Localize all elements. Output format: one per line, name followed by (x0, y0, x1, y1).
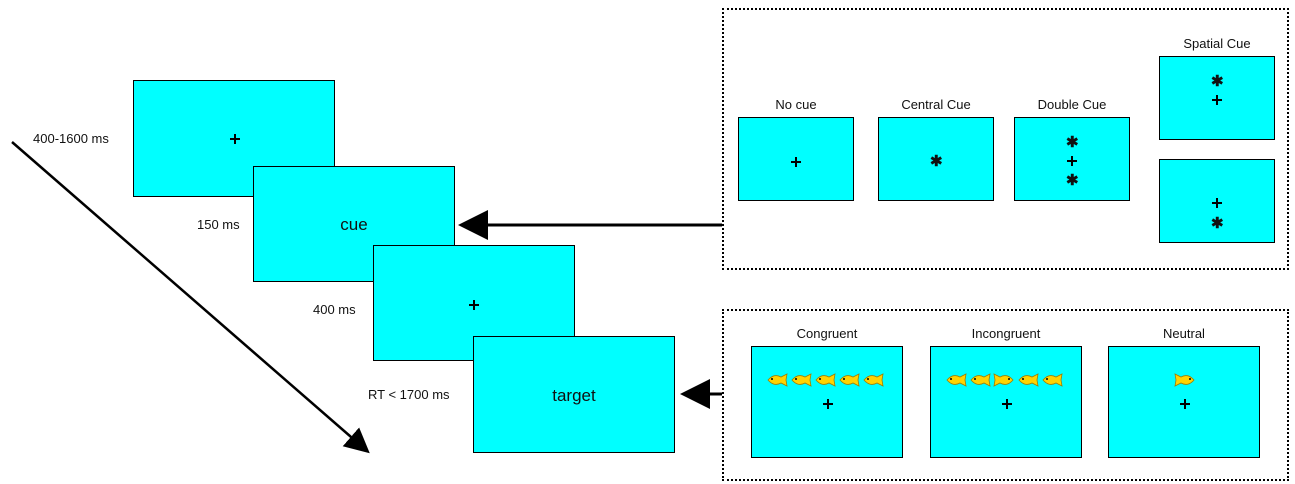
fish-right-icon (970, 373, 991, 387)
target-screen-text: target (552, 386, 596, 405)
fixation-cross (1067, 156, 1077, 166)
fish-right-icon (863, 373, 884, 387)
cue-screen: cue (253, 166, 455, 282)
fixation-cross (791, 157, 801, 167)
fixation1-duration-label: 400-1600 ms (33, 131, 109, 146)
fixation-cross (469, 300, 479, 310)
cue-asterisk-icon: ✱ (930, 153, 943, 170)
fish-right-icon (1042, 373, 1063, 387)
fish-right-icon (1018, 373, 1039, 387)
cue-asterisk-icon: ✱ (1066, 134, 1079, 151)
no-cue-screen (738, 117, 854, 201)
fish-row (945, 373, 1063, 387)
incongruent-screen (930, 346, 1082, 458)
double-cue-label: Double Cue (1037, 97, 1107, 112)
fixation-cross (1212, 95, 1222, 105)
fish-right-icon (767, 373, 788, 387)
cue-duration-label: 150 ms (197, 217, 240, 232)
spatial-cue-up-screen: ✱ (1159, 56, 1275, 140)
cue-conditions-box (722, 8, 1289, 270)
fish-right-icon (791, 373, 812, 387)
target-conditions-box (722, 309, 1289, 481)
fish-right-icon (946, 373, 967, 387)
neutral-label: Neutral (1163, 326, 1205, 341)
spatial-cue-down-screen: ✱ (1159, 159, 1275, 243)
cue-screen-text: cue (340, 215, 368, 234)
cue-asterisk-icon: ✱ (1211, 215, 1224, 232)
fish-row (766, 373, 884, 387)
fish-row (1174, 373, 1196, 387)
central-cue-screen: ✱ (878, 117, 994, 201)
cue-asterisk-icon: ✱ (1066, 172, 1079, 189)
congruent-screen (751, 346, 903, 458)
congruent-label: Congruent (796, 326, 858, 341)
double-cue-screen: ✱ ✱ (1014, 117, 1130, 201)
target-duration-label: RT < 1700 ms (368, 387, 450, 402)
fixation-cross (230, 134, 240, 144)
fixation-cross (1212, 198, 1222, 208)
neutral-screen (1108, 346, 1260, 458)
central-cue-label: Central Cue (901, 97, 971, 112)
fixation-cross (823, 399, 833, 409)
fixation-cross (1180, 399, 1190, 409)
no-cue-label: No cue (775, 97, 817, 112)
fish-left-icon (1174, 373, 1195, 387)
fish-right-icon (815, 373, 836, 387)
time-axis-arrow (11, 141, 370, 454)
fish-right-icon (839, 373, 860, 387)
fish-left-icon (993, 373, 1014, 387)
spatial-cue-label: Spatial Cue (1183, 36, 1251, 51)
fixation2-duration-label: 400 ms (313, 302, 356, 317)
incongruent-label: Incongruent (971, 326, 1041, 341)
cue-asterisk-icon: ✱ (1211, 73, 1224, 90)
fixation-cross (1002, 399, 1012, 409)
target-screen: target (473, 336, 675, 453)
